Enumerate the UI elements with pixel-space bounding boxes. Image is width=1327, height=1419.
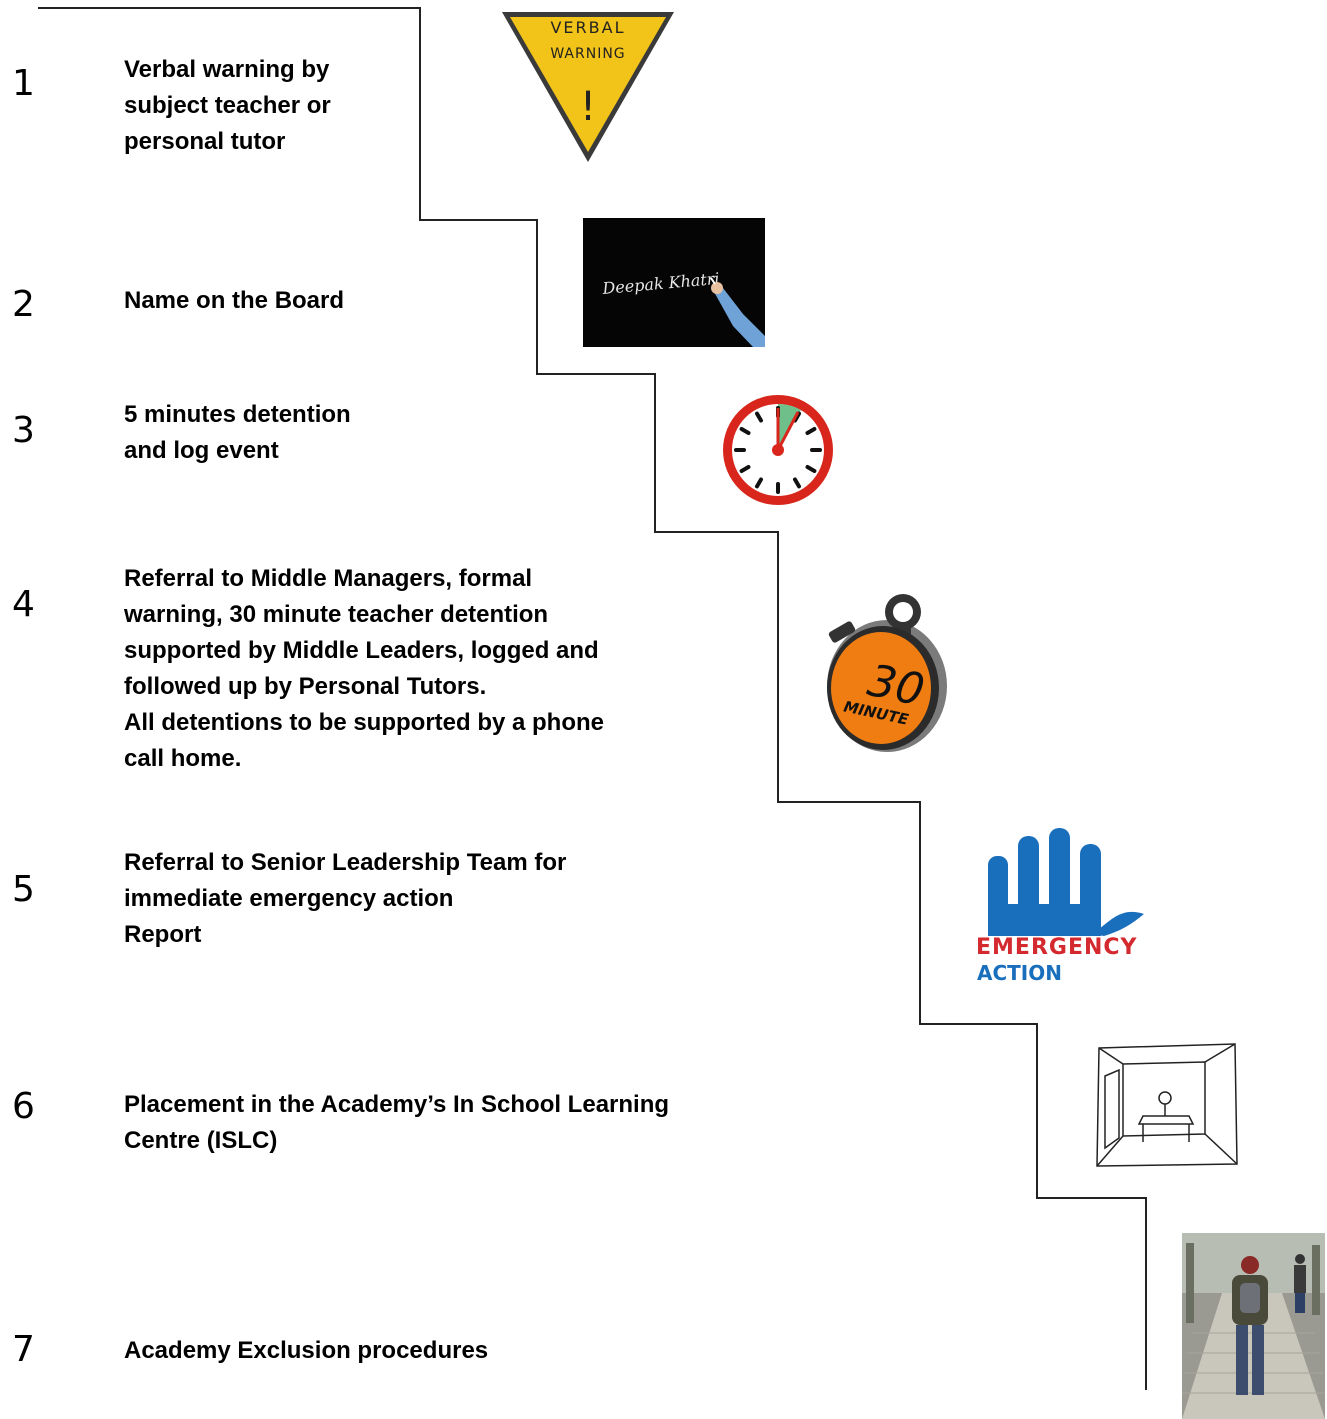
step-text-7: Academy Exclusion procedures <box>124 1337 489 1364</box>
clock-icon <box>723 395 840 505</box>
step-text-4: Referral to Middle Managers, formal warn… <box>124 565 605 772</box>
step-number-5: 5 <box>12 869 35 910</box>
emergency-action-icon: EMERGENCY ACTION <box>976 828 1144 985</box>
step-text-5: Referral to Senior Leadership Team for i… <box>124 849 567 948</box>
learning-centre-room-icon <box>1096 1043 1238 1167</box>
step-text-3: 5 minutes detention and log event <box>124 401 351 464</box>
step-number-2: 2 <box>12 284 35 325</box>
stopwatch-number: 30 <box>863 655 928 717</box>
chalkboard-icon: Deepak Khatri <box>583 218 765 347</box>
step-number-3: 3 <box>12 410 35 451</box>
step-number-1: 1 <box>12 63 35 104</box>
verbal-warning-sign-icon: VERBAL WARNING ! <box>502 12 674 162</box>
warning-line1: VERBAL <box>550 18 625 37</box>
warning-line2: WARNING <box>550 46 625 62</box>
student-walking-away-icon <box>1182 1233 1325 1419</box>
step-text-6: Placement in the Academy’s In School Lea… <box>124 1091 670 1154</box>
stopwatch-icon: 30 MINUTE <box>827 594 947 752</box>
emergency-line1: EMERGENCY <box>976 935 1138 960</box>
step-text-1: Verbal warning by subject teacher or per… <box>124 56 331 155</box>
step-number-4: 4 <box>12 584 35 625</box>
step-text-2: Name on the Board <box>124 287 345 314</box>
emergency-line2: ACTION <box>977 961 1062 985</box>
warning-mark: ! <box>580 84 596 130</box>
step-number-7: 7 <box>12 1329 35 1370</box>
step-number-6: 6 <box>12 1086 35 1127</box>
